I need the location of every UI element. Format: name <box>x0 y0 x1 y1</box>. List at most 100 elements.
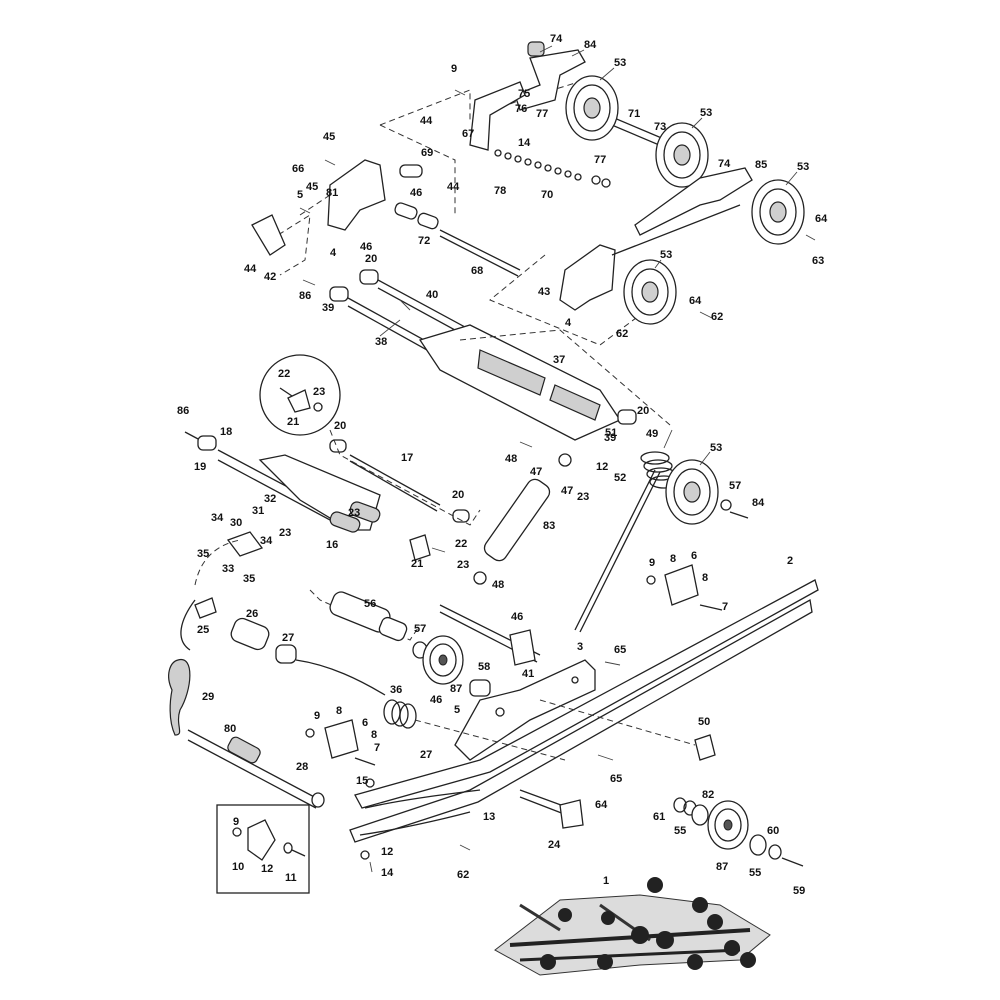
callout-39: 39 <box>322 302 334 314</box>
idler-wheel-spring <box>665 459 719 525</box>
callout-8: 8 <box>670 553 676 565</box>
callout-48: 48 <box>492 579 504 591</box>
callout-34: 34 <box>260 535 273 547</box>
callout-23: 23 <box>279 527 291 539</box>
callout-20: 20 <box>365 253 377 265</box>
callout-8: 8 <box>336 705 342 717</box>
callout-69: 69 <box>421 147 433 159</box>
callout-11: 11 <box>285 872 297 884</box>
callout-53: 53 <box>660 249 672 261</box>
callout-20: 20 <box>334 420 346 432</box>
callout-16: 16 <box>326 539 338 551</box>
callout-87: 87 <box>450 683 462 695</box>
callout-20: 20 <box>637 405 649 417</box>
callout-39: 39 <box>604 432 616 444</box>
callout-42: 42 <box>264 271 276 283</box>
callout-62: 62 <box>711 311 723 323</box>
callout-20: 20 <box>452 489 464 501</box>
callout-49: 49 <box>646 428 658 440</box>
callout-44: 44 <box>420 115 433 127</box>
callout-45: 45 <box>323 131 335 143</box>
callout-77: 77 <box>594 154 606 166</box>
callout-23: 23 <box>577 491 589 503</box>
callout-64: 64 <box>815 213 828 225</box>
callout-44: 44 <box>244 263 257 275</box>
callout-26: 26 <box>246 608 258 620</box>
callout-5: 5 <box>454 704 460 716</box>
small-wheel-bottom <box>707 800 749 850</box>
callout-19: 19 <box>194 461 206 473</box>
callout-53: 53 <box>614 57 626 69</box>
callout-62: 62 <box>457 869 469 881</box>
callout-75: 75 <box>518 88 530 100</box>
callout-65: 65 <box>610 773 622 785</box>
callout-8: 8 <box>702 572 708 584</box>
callout-25: 25 <box>197 624 209 636</box>
idler-wheel-top-mid <box>655 122 709 188</box>
callout-51: 51 <box>605 427 617 439</box>
callout-34: 34 <box>211 512 224 524</box>
callout-53: 53 <box>700 107 712 119</box>
callout-65: 65 <box>614 644 626 656</box>
callout-30: 30 <box>230 517 242 529</box>
callout-47: 47 <box>530 466 542 478</box>
callout-41: 41 <box>522 668 534 680</box>
callout-74: 74 <box>550 33 563 45</box>
cross-shaft-assembly <box>329 269 671 441</box>
fasteners <box>299 89 816 873</box>
callout-50: 50 <box>698 716 710 728</box>
callout-73: 73 <box>654 121 666 133</box>
callout-45: 45 <box>306 181 318 193</box>
callout-48: 48 <box>505 453 517 465</box>
small-wheel-mid <box>422 635 464 685</box>
callout-87: 87 <box>716 861 728 873</box>
callout-31: 31 <box>252 505 264 517</box>
callout-82: 82 <box>702 789 714 801</box>
callout-64: 64 <box>689 295 702 307</box>
callout-62: 62 <box>616 328 628 340</box>
callout-71: 71 <box>628 108 640 120</box>
callout-10: 10 <box>232 861 244 873</box>
callout-4: 4 <box>330 247 337 259</box>
callout-72: 72 <box>418 235 430 247</box>
left-bracket-set <box>305 719 376 766</box>
callout-55: 55 <box>749 867 761 879</box>
callout-70: 70 <box>541 189 553 201</box>
callout-58: 58 <box>478 661 490 673</box>
callout-4: 4 <box>565 317 572 329</box>
callout-47: 47 <box>561 485 573 497</box>
callout-24: 24 <box>548 839 561 851</box>
detail-inset-circle <box>259 354 341 436</box>
callout-76: 76 <box>515 103 527 115</box>
callout-59: 59 <box>793 885 805 897</box>
callout-15: 15 <box>356 775 368 787</box>
callout-46: 46 <box>511 611 523 623</box>
callout-12: 12 <box>261 863 273 875</box>
assembled-suspension-photo <box>494 877 771 976</box>
callout-46: 46 <box>430 694 442 706</box>
callout-83: 83 <box>543 520 555 532</box>
callout-53: 53 <box>797 161 809 173</box>
callout-9: 9 <box>649 557 655 569</box>
callout-23: 23 <box>457 559 469 571</box>
callout-23: 23 <box>348 507 360 519</box>
callout-29: 29 <box>202 691 214 703</box>
callout-57: 57 <box>729 480 741 492</box>
bottom-right-wheel-set <box>519 734 804 867</box>
leader-lines <box>379 45 798 466</box>
callout-68: 68 <box>471 265 483 277</box>
callout-27: 27 <box>282 632 294 644</box>
callout-61: 61 <box>653 811 665 823</box>
callout-labels: 74 84 53 9 75 76 77 44 71 73 53 67 14 45… <box>177 33 828 897</box>
callout-5: 5 <box>297 189 303 201</box>
callout-40: 40 <box>426 289 438 301</box>
mid-shaft-assembly <box>230 589 541 729</box>
callout-63: 63 <box>812 255 824 267</box>
callout-28: 28 <box>296 761 308 773</box>
callout-67: 67 <box>462 128 474 140</box>
callout-12: 12 <box>596 461 608 473</box>
callout-6: 6 <box>362 717 368 729</box>
washer-row <box>494 149 582 181</box>
idler-wheel-top-left <box>565 75 619 141</box>
